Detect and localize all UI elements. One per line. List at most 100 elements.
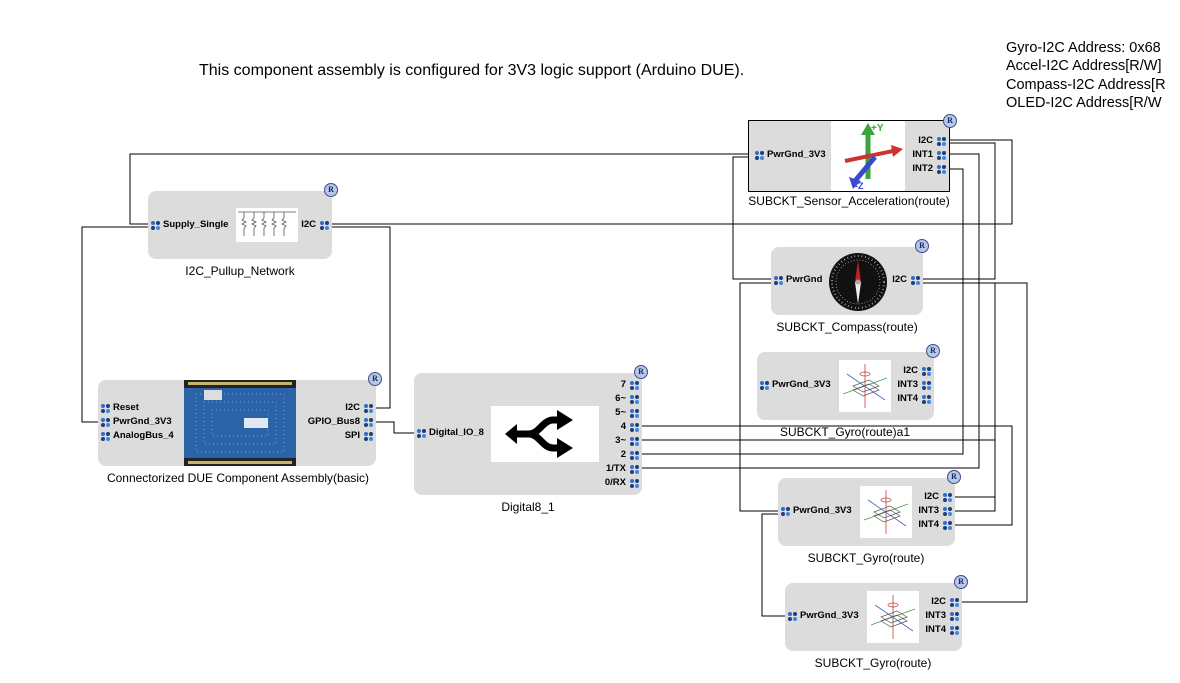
port-pin[interactable] — [937, 165, 946, 174]
port-label-d7: 7 — [620, 379, 626, 390]
port-pin[interactable] — [950, 626, 959, 635]
port-label-d3: 3~ — [615, 435, 626, 446]
port-pin[interactable] — [364, 404, 373, 413]
block-title-digital8: Digital8_1 — [501, 500, 555, 514]
port-pin[interactable] — [364, 418, 373, 427]
port-label-i2c: I2C — [301, 219, 316, 230]
port-label-int4: INT4 — [897, 393, 918, 404]
block-gyro-b[interactable]: PwrGnd_3V3 I2C INT3 INT4 R — [778, 470, 961, 546]
port-label-pwrgnd-3v3: PwrGnd_3V3 — [793, 505, 852, 516]
port-pin[interactable] — [922, 381, 931, 390]
block-title-i2c-pullup: I2C_Pullup_Network — [185, 264, 295, 278]
block-digital8[interactable]: Digital_IO_8 7 6~ 5~ 4 3~ 2 1/TX 0/RX R — [414, 365, 648, 495]
port-pin[interactable] — [101, 418, 110, 427]
port-label-pwrgnd-3v3: PwrGnd_3V3 — [113, 416, 172, 427]
port-label-i2c: I2C — [931, 596, 946, 607]
port-pin[interactable] — [101, 404, 110, 413]
port-pin[interactable] — [943, 493, 952, 502]
port-label-d6: 6~ — [615, 393, 626, 404]
r-badge-icon: R — [634, 365, 648, 379]
port-pin[interactable] — [950, 598, 959, 607]
gyro-axes-icon — [860, 486, 912, 538]
svg-text:-Z: -Z — [855, 181, 864, 191]
port-pin[interactable] — [937, 137, 946, 146]
block-gyro-a1[interactable]: PwrGnd_3V3 I2C INT3 INT4 R — [757, 344, 940, 420]
r-badge-icon: R — [368, 372, 382, 386]
port-pin[interactable] — [364, 432, 373, 441]
port-pin[interactable] — [911, 276, 920, 285]
port-label-i2c: I2C — [345, 402, 360, 413]
block-title-gyro-b: SUBCKT_Gyro(route) — [807, 551, 925, 565]
port-label-int2: INT2 — [912, 163, 933, 174]
block-i2c-pullup-network[interactable]: Supply_Single I2C R — [148, 183, 338, 259]
port-pin[interactable] — [630, 451, 639, 460]
port-pin[interactable] — [630, 381, 639, 390]
port-pin[interactable] — [937, 151, 946, 160]
port-pin[interactable] — [630, 437, 639, 446]
port-label-i2c: I2C — [918, 135, 933, 146]
wire-compass-i2c-to-gyro — [916, 282, 1028, 603]
port-pin[interactable] — [151, 221, 160, 230]
svg-text:+Y: +Y — [871, 123, 884, 134]
block-gyro-c[interactable]: PwrGnd_3V3 I2C INT3 INT4 R — [785, 575, 968, 651]
r-badge-icon: R — [947, 470, 961, 484]
block-sensor-acceleration[interactable]: PwrGnd_3V3 +Y -Z I2C INT1 INT2 R — [748, 114, 957, 192]
port-label-int3: INT3 — [925, 610, 946, 621]
address-note-compass: Compass-I2C Address[R — [1006, 77, 1166, 93]
port-label-int4: INT4 — [925, 624, 946, 635]
port-pin[interactable] — [320, 221, 329, 230]
block-due-assembly[interactable]: Reset PwrGnd_3V3 AnalogBus_4 — [98, 372, 382, 466]
block-title-gyro-a1: SUBCKT_Gyro(route)a1 — [779, 425, 911, 439]
port-label-i2c: I2C — [903, 365, 918, 376]
r-badge-icon: R — [954, 575, 968, 589]
port-pin[interactable] — [101, 432, 110, 441]
r-badge-icon: R — [943, 114, 957, 128]
xyz-axes-icon: +Y -Z — [831, 121, 905, 191]
port-pin[interactable] — [630, 465, 639, 474]
port-label-supply-single: Supply_Single — [163, 219, 229, 230]
port-pin[interactable] — [630, 479, 639, 488]
port-label-digital-io-8: Digital_IO_8 — [429, 427, 484, 438]
port-label-spi: SPI — [344, 430, 360, 441]
port-pin[interactable] — [417, 429, 426, 438]
assembly-config-note: This component assembly is configured fo… — [199, 62, 745, 79]
port-pin[interactable] — [755, 151, 764, 160]
port-pin[interactable] — [950, 612, 959, 621]
block-title-compass: SUBCKT_Compass(route) — [776, 320, 918, 334]
port-label-reset: Reset — [113, 402, 139, 413]
port-pin[interactable] — [922, 395, 931, 404]
port-pin[interactable] — [922, 367, 931, 376]
port-label-pwrgnd-3v3: PwrGnd_3V3 — [772, 379, 831, 390]
port-label-d4: 4 — [620, 421, 626, 432]
port-label-d2: 2 — [620, 449, 626, 460]
block-title-sensor-acceleration: SUBCKT_Sensor_Acceleration(route) — [748, 194, 950, 208]
port-pin[interactable] — [774, 276, 783, 285]
port-label-i2c: I2C — [892, 274, 907, 285]
block-title-due: Connectorized DUE Component Assembly(bas… — [106, 471, 370, 485]
port-label-gpio-bus8: GPIO_Bus8 — [307, 416, 360, 427]
port-pin[interactable] — [760, 381, 769, 390]
port-label-int3: INT3 — [918, 505, 939, 516]
port-pin[interactable] — [943, 507, 952, 516]
address-note-accel: Accel-I2C Address[R/W] — [1006, 58, 1162, 74]
port-pin[interactable] — [630, 395, 639, 404]
gyro-axes-icon — [839, 360, 891, 412]
r-badge-icon: R — [324, 183, 338, 197]
port-pin[interactable] — [630, 409, 639, 418]
block-compass[interactable]: PwrGnd I2C R — [771, 239, 929, 315]
port-pin[interactable] — [781, 507, 790, 516]
split-arrow-icon — [491, 406, 599, 462]
port-pin[interactable] — [630, 423, 639, 432]
address-note-oled: OLED-I2C Address[R/W — [1006, 95, 1162, 111]
port-label-int1: INT1 — [912, 149, 933, 160]
compass-dial-icon — [828, 252, 888, 312]
arduino-board-icon — [184, 380, 296, 466]
port-label-pwrgnd: PwrGnd — [786, 274, 823, 285]
port-label-d0-rx: 0/RX — [604, 477, 626, 488]
port-pin[interactable] — [788, 612, 797, 621]
port-pin[interactable] — [943, 521, 952, 530]
port-label-int3: INT3 — [897, 379, 918, 390]
port-label-d1-tx: 1/TX — [605, 463, 626, 474]
